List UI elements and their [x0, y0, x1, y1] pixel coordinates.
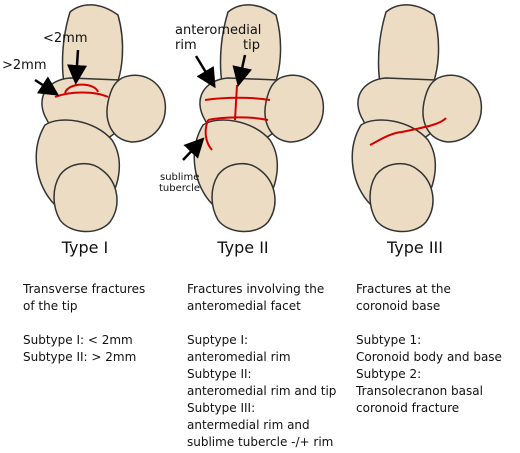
- type1-heading-line: of the tip: [23, 299, 78, 313]
- label-tubercle: tubercle: [159, 183, 201, 194]
- type3-title: Type III: [387, 238, 443, 257]
- type2-fracture-lines: [204, 84, 271, 151]
- type2-detail-line: Subtype II:: [187, 367, 252, 381]
- type2-detail-line: Subtype III:: [187, 401, 256, 415]
- type1-detail-line: Subtype I: < 2mm: [23, 333, 133, 347]
- type1-description: Transverse fractures of the tip Subtype …: [23, 281, 145, 366]
- label-rim: rim: [175, 38, 197, 53]
- type1-arrow-gt2: [34, 76, 60, 96]
- type2-detail-line: Suptype I:: [187, 333, 249, 347]
- type2-arrow-sublime: [182, 137, 205, 161]
- type2-heading-line: anteromedial facet: [187, 299, 301, 313]
- type3-detail-line: Transolecranon basal: [356, 384, 483, 398]
- type2-heading-line: Fractures involving the: [187, 282, 325, 296]
- type1-title: Type I: [61, 238, 109, 257]
- type2-arrow-anteromedial: [194, 55, 216, 89]
- type3-detail-line: coronoid fracture: [356, 401, 460, 415]
- label-lt2mm: <2mm: [43, 31, 88, 46]
- type2-description: Fractures involving the anteromedial fac…: [187, 281, 336, 451]
- type1-heading-line: Transverse fractures: [23, 282, 146, 296]
- type2-detail-line: anteromedial rim and tip: [187, 384, 337, 398]
- type3-bone: [351, 4, 483, 233]
- type2-detail-line: anteromedial rim: [187, 350, 291, 364]
- type2-detail-line: sublime tubercle -/+ rim: [187, 435, 334, 449]
- type1-arrow-lt2: [67, 49, 87, 85]
- type3-detail-line: Subtype 1:: [356, 333, 422, 347]
- type2-title: Type II: [217, 238, 269, 257]
- label-anteromedial: anteromedial: [175, 23, 262, 38]
- type3-detail-line: Subtype 2:: [356, 367, 422, 381]
- type2-detail-line: antermedial rim and: [187, 418, 310, 432]
- label-gt2mm: >2mm: [2, 58, 47, 73]
- type3-detail-line: Coronoid body and base: [356, 350, 502, 364]
- label-sublime: sublime: [160, 172, 200, 183]
- type3-description: Fractures at the coronoid base Subtype 1…: [356, 281, 502, 417]
- type1-detail-line: Subtype II: > 2mm: [23, 350, 137, 364]
- label-tip: tip: [243, 38, 260, 53]
- type2-arrow-tip: [232, 54, 253, 87]
- type3-heading-line: Fractures at the: [356, 282, 451, 296]
- type3-heading-line: coronoid base: [356, 299, 441, 313]
- type3-fracture-line: [369, 117, 447, 146]
